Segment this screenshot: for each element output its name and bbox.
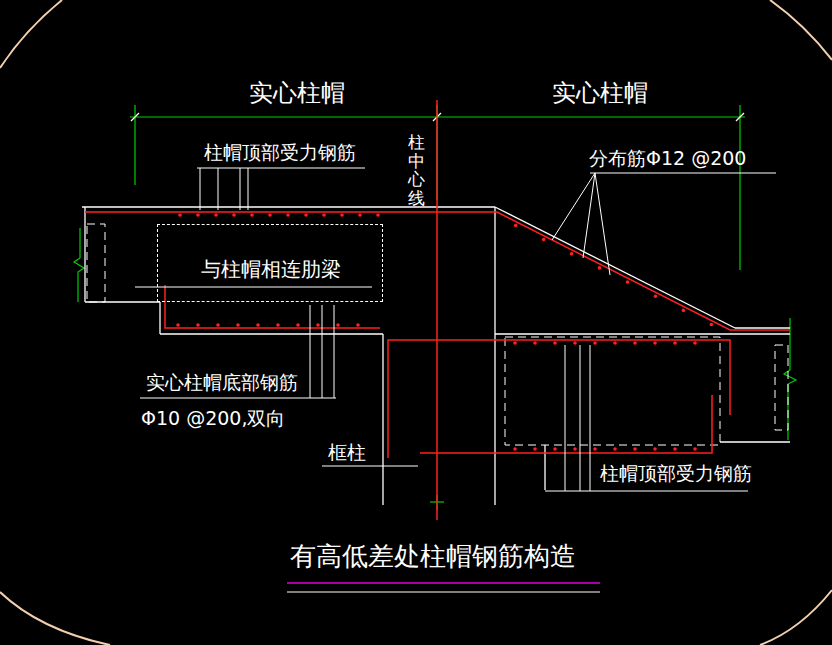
rebar-dot [613,341,617,345]
centerline-label: 柱中心线 [408,133,425,208]
rebar-dot [296,323,300,327]
rebar-label: 柱帽顶部受力钢筋 [600,463,752,484]
rebar-dot [250,213,254,217]
rebar-dot [673,447,677,451]
dimension-label: 实心柱帽 [249,80,345,106]
rebar-dot [214,213,218,217]
rebar-dot [286,213,290,217]
rebar-dot [316,323,320,327]
rebar-dot [276,323,280,327]
rebar-dot [322,213,326,217]
rebar-dot [514,224,518,228]
rebar-dot [340,213,344,217]
rebar-dot [673,341,677,345]
rebar-spec: Φ10 @200,双向 [141,408,285,429]
column-label: 框柱 [328,442,366,463]
rebar-dot [216,323,220,327]
rebar-dot [268,213,272,217]
rebar-dot [196,213,200,217]
rebar-dot [693,341,697,345]
rebar-dot [573,341,577,345]
rebar-dot [633,447,637,451]
rebar-dot [682,309,686,313]
rebar-dot [533,447,537,451]
rebar-dot [178,213,182,217]
rebar-dot [553,447,557,451]
rebar-dot [256,323,260,327]
rebar-label: 柱帽顶部受力钢筋 [204,142,356,163]
rebar-dot [176,323,180,327]
rebar-dot [633,341,637,345]
rebar-dot [533,341,537,345]
rebar-dot [236,323,240,327]
rebar-dot [598,266,602,270]
rebar-dot [654,294,658,298]
dimension-label: 实心柱帽 [552,80,648,106]
rebar-dot [653,341,657,345]
rebar-dot [553,341,557,345]
rebar-dot [304,213,308,217]
rebar-dot [593,447,597,451]
drawing-title: 有高低差处柱帽钢筋构造 [290,542,576,571]
rebar-dot [613,447,617,451]
rebar-dot [626,280,630,284]
rebar-dot [593,341,597,345]
rebar-dot [710,323,714,327]
rebar-dot [542,238,546,242]
rebar-dot [196,323,200,327]
rebar-dot [513,341,517,345]
rebar-dot [356,323,360,327]
rebar-dot [376,213,380,217]
rebar-label: 实心柱帽底部钢筋 [146,372,298,393]
rebar-dot [653,447,657,451]
rebar-dot [570,252,574,256]
rebar-label: 分布筋Φ12 @200 [589,148,746,169]
rebar-dot [336,323,340,327]
rebar-dot [232,213,236,217]
beam-label: 与柱帽相连肋梁 [201,258,341,280]
rebar-dot [693,447,697,451]
rebar-dot [358,213,362,217]
rebar-dot [573,447,577,451]
rebar-dot [513,447,517,451]
rib-beam-box: 与柱帽相连肋梁 [157,224,383,302]
